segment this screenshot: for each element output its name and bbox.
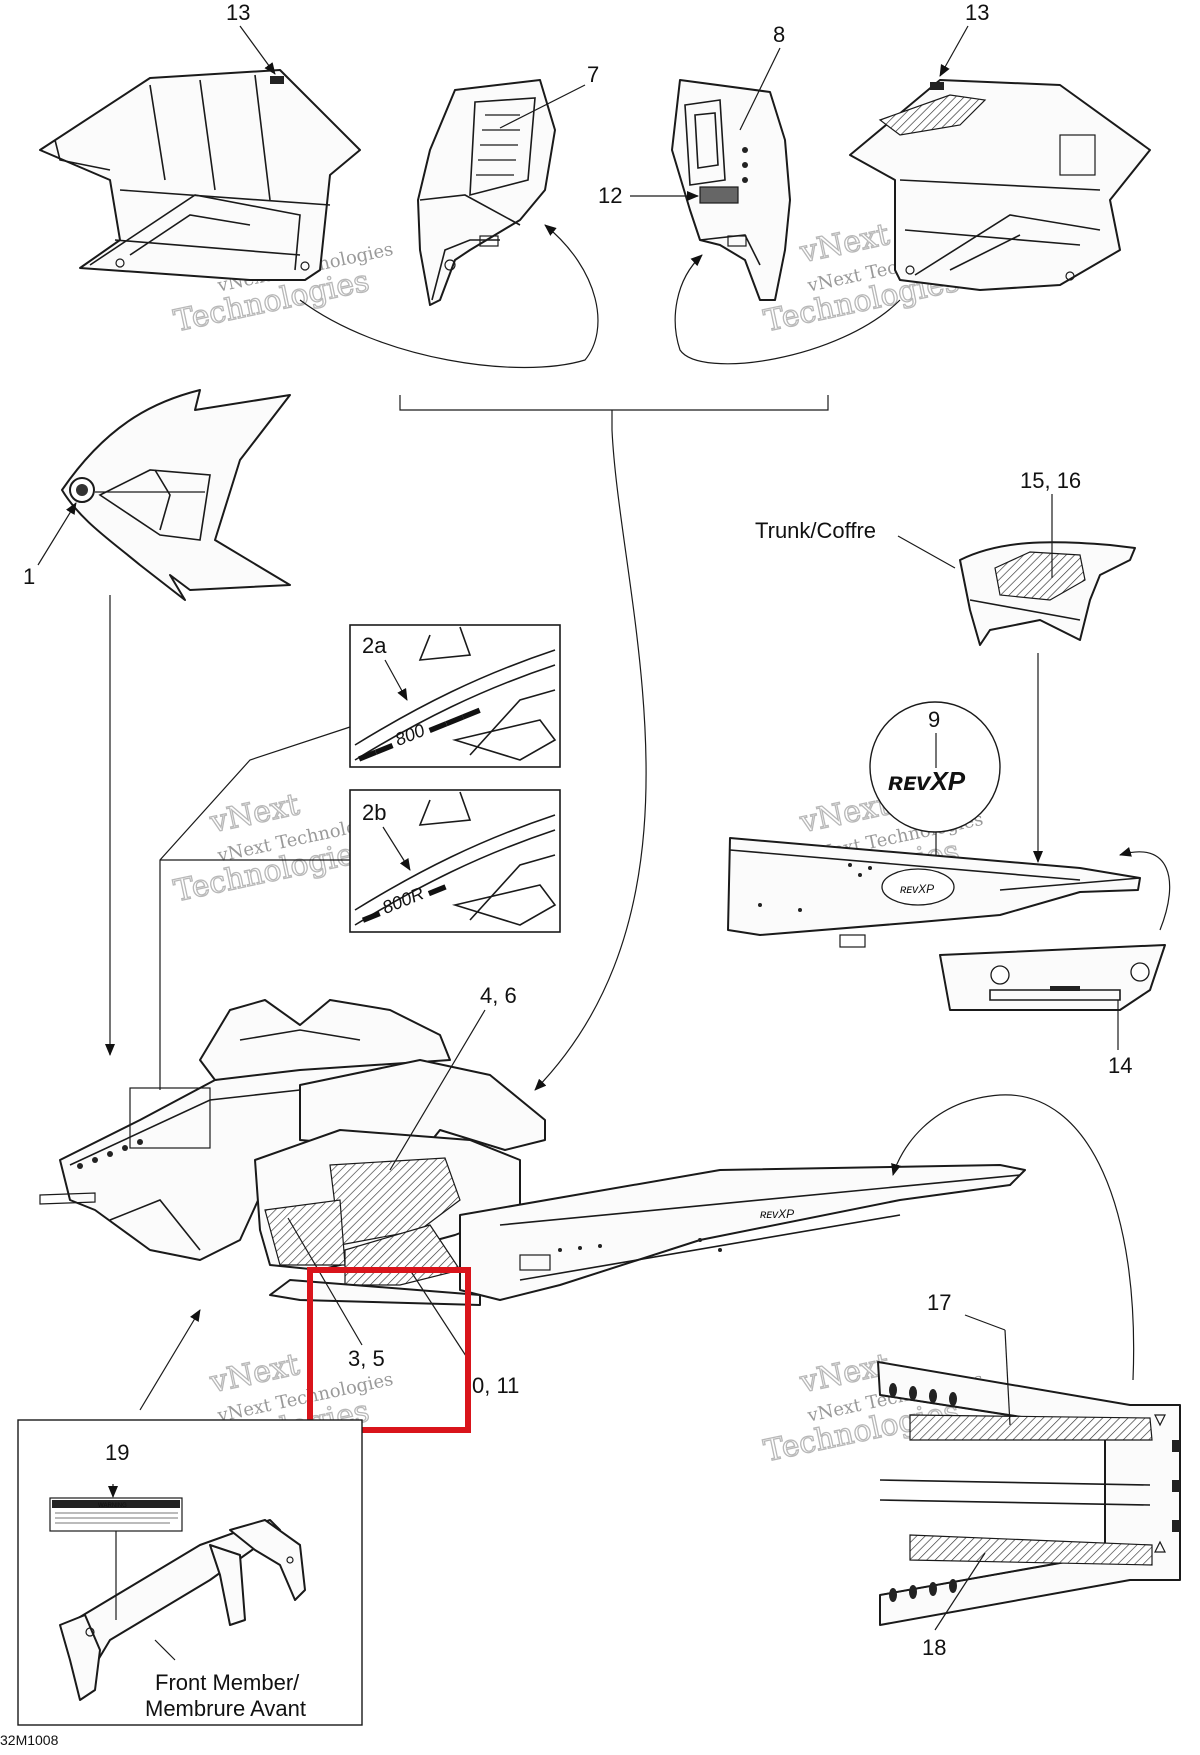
main-sled: ʀᴇᴠXP: [39, 999, 1026, 1306]
rear-bumper: [939, 944, 1166, 1011]
callout-12: 12: [598, 183, 622, 208]
callout-13-right: 13: [965, 0, 989, 25]
badge-9-detail: ʀᴇᴠXP: [869, 701, 1001, 833]
front-member-box: WARNING: [17, 1419, 363, 1726]
running-boards: [877, 1361, 1181, 1626]
callout-9: 9: [928, 707, 940, 732]
callout-2b: 2b: [362, 800, 386, 825]
trunk-label: Trunk/Coffre: [755, 518, 876, 543]
front-member-label-fr: Membrure Avant: [145, 1696, 306, 1721]
callout-15-16: 15, 16: [1020, 468, 1081, 493]
right-console-panel: [671, 79, 791, 301]
inset-2b: ▬ 800R ▬: [349, 789, 561, 933]
tunnel-badge: ʀᴇᴠXP: [900, 882, 934, 896]
front-member-label-en: Front Member/: [155, 1670, 300, 1695]
drawing-code: 32M1008: [0, 1732, 59, 1748]
highlight-box: [307, 1267, 471, 1433]
callout-3-5: 3, 5: [348, 1346, 385, 1371]
callout-17: 17: [927, 1290, 951, 1315]
badge-9-logo: ʀᴇᴠXP: [888, 766, 966, 796]
warning-decal-heading: WARNING: [98, 1503, 127, 1509]
running-board-holes-top: [889, 1383, 957, 1406]
callout-2a: 2a: [362, 633, 387, 658]
sled-tunnel-badge: ʀᴇᴠXP: [760, 1207, 794, 1221]
callout-19: 19: [105, 1440, 129, 1465]
tunnel-section: ʀᴇᴠXP: [727, 837, 1141, 948]
callout-8: 8: [773, 22, 785, 47]
hood-part: [61, 389, 291, 601]
callout-13-left: 13: [226, 0, 250, 25]
callout-4-6: 4, 6: [480, 983, 517, 1008]
callout-7: 7: [587, 62, 599, 87]
left-side-panel: [39, 69, 361, 281]
running-board-holes-bottom: [889, 1579, 957, 1602]
callout-1: 1: [23, 564, 35, 589]
inset-2a: ▬▬ 800 ▬▬▬: [349, 624, 561, 768]
callout-18: 18: [922, 1635, 946, 1660]
callout-14: 14: [1108, 1053, 1132, 1078]
trunk-part: [959, 541, 1136, 646]
right-side-panel: [849, 79, 1151, 291]
left-console-panel: [417, 79, 556, 306]
callout-10-11: 0, 11: [472, 1373, 519, 1398]
